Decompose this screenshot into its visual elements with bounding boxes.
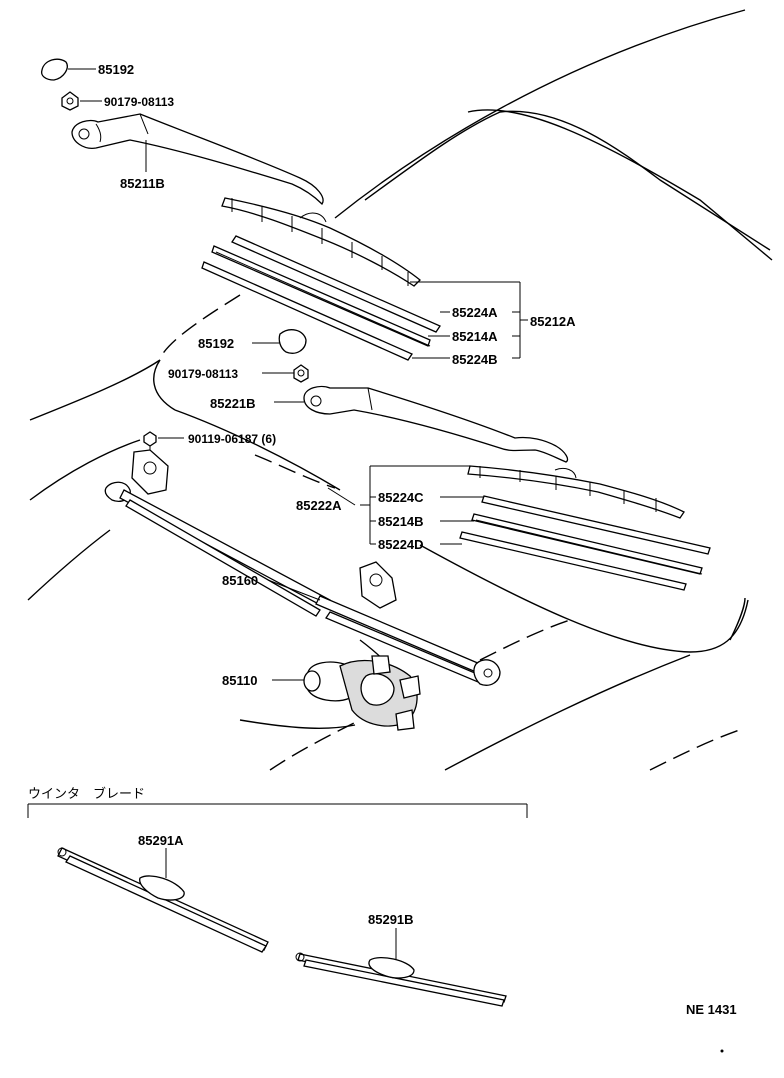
blade-assembly-85222A (467, 465, 685, 519)
label-85291B: 85291B (368, 912, 414, 927)
label-85221B: 85221B (210, 396, 256, 411)
label-winter-blade: ウインタ ブレード (28, 786, 145, 802)
label-85224A: 85224A (452, 305, 498, 320)
label-85291A: 85291A (138, 833, 184, 848)
label-85110: 85110 (222, 673, 257, 688)
wiper-link-85160 (104, 449, 501, 686)
figure-code: NE 1431 (686, 1002, 737, 1017)
refill-85224A (231, 235, 441, 333)
rubber-85214A (211, 245, 431, 347)
nut-90179-mid (262, 364, 309, 383)
wiper-arm-85221B (274, 385, 569, 463)
nut-90179-top (61, 91, 102, 111)
label-85160: 85160 (222, 573, 258, 588)
label-85222A: 85222A (296, 498, 342, 513)
cap-85192-mid (252, 329, 307, 354)
label-85214A: 85214A (452, 329, 498, 344)
winter-blade-section (27, 803, 528, 818)
label-85224B: 85224B (452, 352, 498, 367)
label-90179-top: 90179-08113 (104, 95, 174, 109)
stray-mark (720, 1049, 724, 1053)
label-85224D: 85224D (378, 537, 424, 552)
label-85192-mid: 85192 (198, 336, 234, 351)
label-85214B: 85214B (378, 514, 424, 529)
label-85211B: 85211B (120, 176, 165, 191)
refill-85224C (481, 495, 711, 555)
rubber-85214B (471, 513, 703, 575)
refill-85224B (201, 261, 413, 361)
label-90179-mid: 90179-08113 (168, 367, 238, 381)
winter-blade-85291A (57, 847, 269, 953)
winter-blade-85291B (295, 928, 507, 1007)
cap-85192-top (40, 58, 96, 81)
bolt-90119 (143, 431, 184, 456)
vehicle-body-outline (27, 9, 773, 771)
wiper-motor-85110 (272, 655, 421, 731)
wiper-arm-85211B (71, 113, 324, 206)
label-85192-top: 85192 (98, 62, 134, 77)
label-90119: 90119-06187 (6) (188, 432, 276, 446)
refill-85224D (459, 531, 687, 591)
bracket-85222A (327, 465, 484, 545)
blade-assembly-85212A (221, 197, 421, 287)
label-85224C: 85224C (378, 490, 424, 505)
bracket-85212A (410, 281, 528, 359)
label-85212A: 85212A (530, 314, 576, 329)
